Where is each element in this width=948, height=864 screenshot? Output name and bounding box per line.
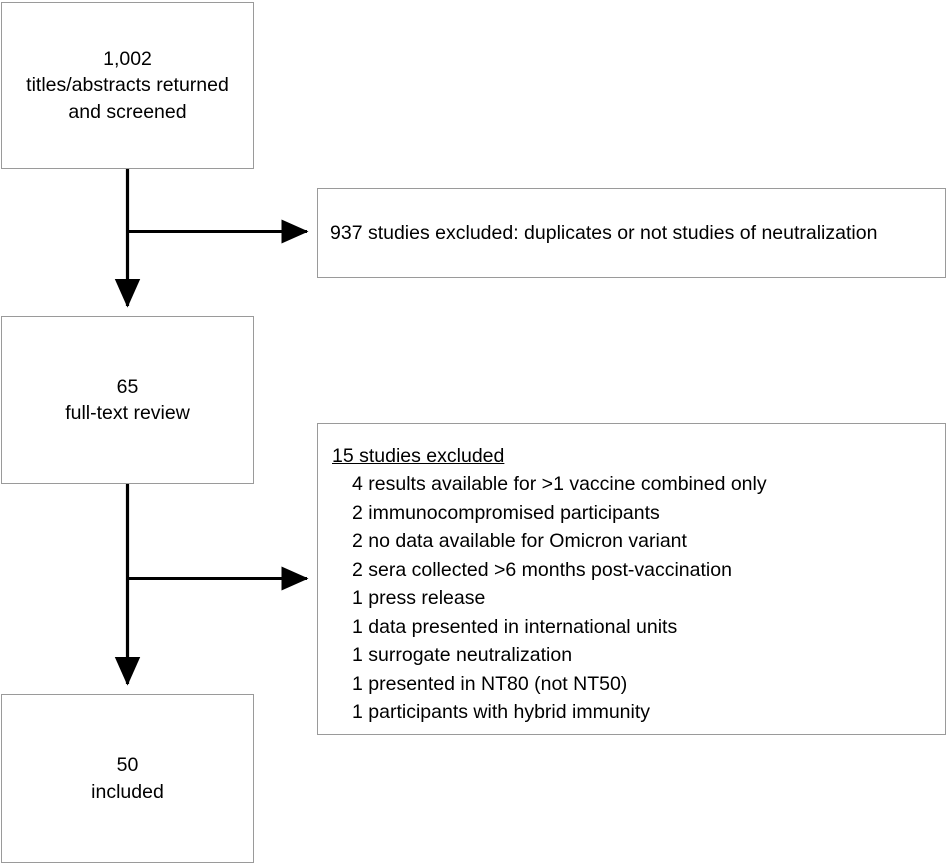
excluded-reason-item: 2 sera collected >6 months post-vaccinat…: [352, 558, 732, 581]
node-full-text-review: 65 full-text review: [1, 316, 254, 484]
excluded-full-text-list: 15 studies excluded 4 results available …: [318, 424, 945, 727]
excluded-reason-item: 2 no data available for Omicron variant: [352, 530, 687, 553]
studies-included-label: included: [91, 780, 164, 803]
node-studies-included: 50 included: [1, 694, 254, 863]
records-screened-label-line1: titles/abstracts returned: [26, 74, 229, 97]
excluded-reason-item: 1 press release: [352, 587, 486, 610]
excluded-screening-text: 937 studies excluded: duplicates or not …: [330, 221, 878, 244]
node-excluded-screening: 937 studies excluded: duplicates or not …: [317, 188, 946, 278]
excluded-reason-item: 1 data presented in international units: [352, 615, 678, 638]
full-text-review-label: full-text review: [65, 402, 190, 424]
records-screened-label-line2: and screened: [68, 100, 187, 123]
records-screened-count: 1,002: [103, 48, 152, 71]
node-records-screened: 1,002 titles/abstracts returned and scre…: [1, 2, 254, 169]
excluded-full-text-heading: 15 studies excluded: [332, 445, 505, 467]
excluded-reason-item: 2 immunocompromised participants: [352, 501, 660, 524]
excluded-reason-item: 1 presented in NT80 (not NT50): [352, 672, 628, 695]
excluded-reason-item: 1 surrogate neutralization: [352, 644, 573, 667]
full-text-review-count: 65: [116, 375, 139, 398]
studies-included-count: 50: [116, 754, 139, 777]
excluded-reason-item: 4 results available for >1 vaccine combi…: [352, 473, 767, 496]
node-excluded-full-text: 15 studies excluded 4 results available …: [317, 423, 946, 735]
excluded-reason-item: 1 participants with hybrid immunity: [352, 701, 651, 724]
